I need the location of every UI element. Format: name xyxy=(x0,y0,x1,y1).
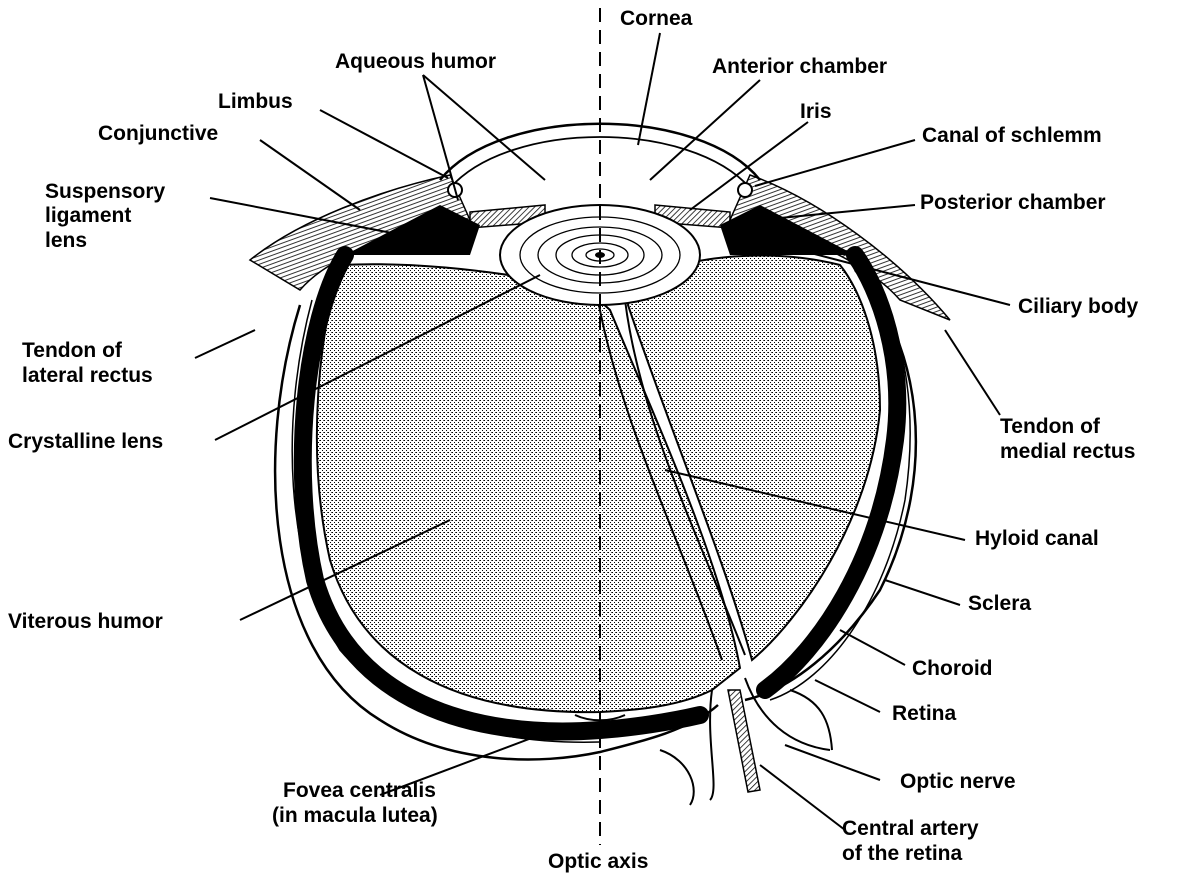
label-crystalline-lens: Crystalline lens xyxy=(8,430,163,453)
label-suspensory-2: ligament xyxy=(45,204,131,227)
label-suspensory-1: Suspensory xyxy=(45,180,166,203)
label-limbus: Limbus xyxy=(218,90,293,113)
label-choroid: Choroid xyxy=(912,657,992,680)
label-sclera: Sclera xyxy=(968,592,1031,615)
label-iris: Iris xyxy=(800,100,832,123)
label-viterous-humor: Viterous humor xyxy=(8,610,163,633)
label-tendon-medial-2: medial rectus xyxy=(1000,440,1135,463)
label-canal-of-schlemm: Canal of schlemm xyxy=(922,124,1102,147)
label-suspensory-3: lens xyxy=(45,229,87,252)
label-central-artery-2: of the retina xyxy=(842,842,962,865)
central-artery-shape xyxy=(728,690,760,792)
label-conjunctive: Conjunctive xyxy=(98,122,218,145)
label-fovea-2: (in macula lutea) xyxy=(272,804,438,827)
label-optic-axis: Optic axis xyxy=(548,850,648,873)
label-central-artery-1: Central artery xyxy=(842,817,979,840)
label-tendon-medial-1: Tendon of xyxy=(1000,415,1101,438)
label-fovea-1: Fovea centralis xyxy=(283,779,436,802)
label-optic-nerve: Optic nerve xyxy=(900,770,1016,793)
label-ciliary-body: Ciliary body xyxy=(1018,295,1139,318)
label-tendon-lateral-2: lateral rectus xyxy=(22,364,153,387)
label-tendon-lateral-1: Tendon of xyxy=(22,339,123,362)
label-posterior-chamber: Posterior chamber xyxy=(920,191,1106,214)
label-hyloid-canal: Hyloid canal xyxy=(975,527,1099,550)
canal-of-schlemm-right xyxy=(738,183,752,197)
label-aqueous-humor: Aqueous humor xyxy=(335,50,496,73)
label-cornea: Cornea xyxy=(620,7,693,30)
label-retina: Retina xyxy=(892,702,957,725)
label-anterior-chamber: Anterior chamber xyxy=(712,55,887,78)
